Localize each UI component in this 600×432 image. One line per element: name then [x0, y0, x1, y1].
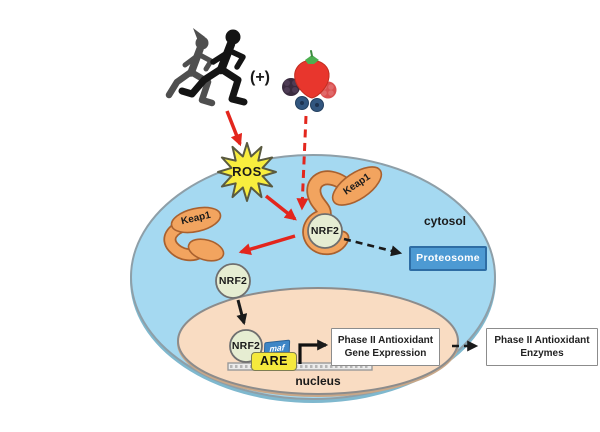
arrow-ros-to-nrf2 — [264, 194, 297, 221]
gene-expression-line2: Gene Expression — [344, 348, 427, 359]
arrow-nrf2-release — [238, 234, 296, 256]
enzymes-line2: Enzymes — [520, 348, 564, 359]
gene-expression-line1: Phase II Antioxidant — [337, 334, 434, 346]
nrf2-complex-circle — [307, 213, 343, 249]
arrow-exercise-to-ros — [225, 110, 243, 147]
proteosome-box: Proteosome — [409, 246, 487, 271]
arrow-nrf2-to-nucleus — [236, 299, 248, 326]
gene-expression-box: Phase II Antioxidant Gene Expression — [331, 328, 440, 366]
arrow-berries-to-nrf2 — [296, 115, 309, 211]
enzymes-line1: Phase II Antioxidant — [494, 334, 590, 346]
berries-icon — [282, 50, 337, 112]
starburst-icon — [217, 142, 277, 202]
enzymes-box: Phase II Antioxidant Enzymes — [486, 328, 598, 366]
keap1-free-shape — [163, 206, 225, 262]
are-tag: ARE — [251, 352, 297, 371]
arrow-nrf2-to-proteosome — [343, 237, 403, 257]
pathway-diagram: (+) ROS Keap1 Keap1 NRF2 NRF2 NRF2 cytos… — [40, 16, 600, 416]
runners-silhouette-icon — [165, 28, 248, 107]
bent-transcription-arrow-icon — [298, 339, 329, 364]
nrf2-free-circle — [215, 263, 251, 299]
